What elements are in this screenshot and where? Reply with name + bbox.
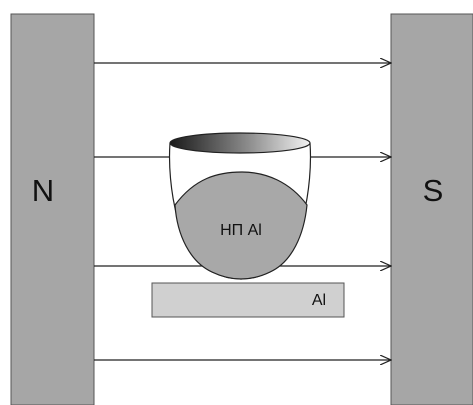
crucible-rim — [169, 132, 311, 154]
molten-metal — [174, 171, 308, 280]
substrate-plate: Al — [151, 282, 345, 318]
north-label: N — [32, 173, 54, 208]
south-label: S — [423, 173, 444, 208]
south-magnet: S — [390, 13, 473, 405]
melt-label: НП Al — [220, 222, 262, 239]
north-magnet: N — [10, 13, 95, 405]
substrate-label: Al — [312, 292, 326, 309]
crucible: НП Al — [168, 132, 312, 280]
